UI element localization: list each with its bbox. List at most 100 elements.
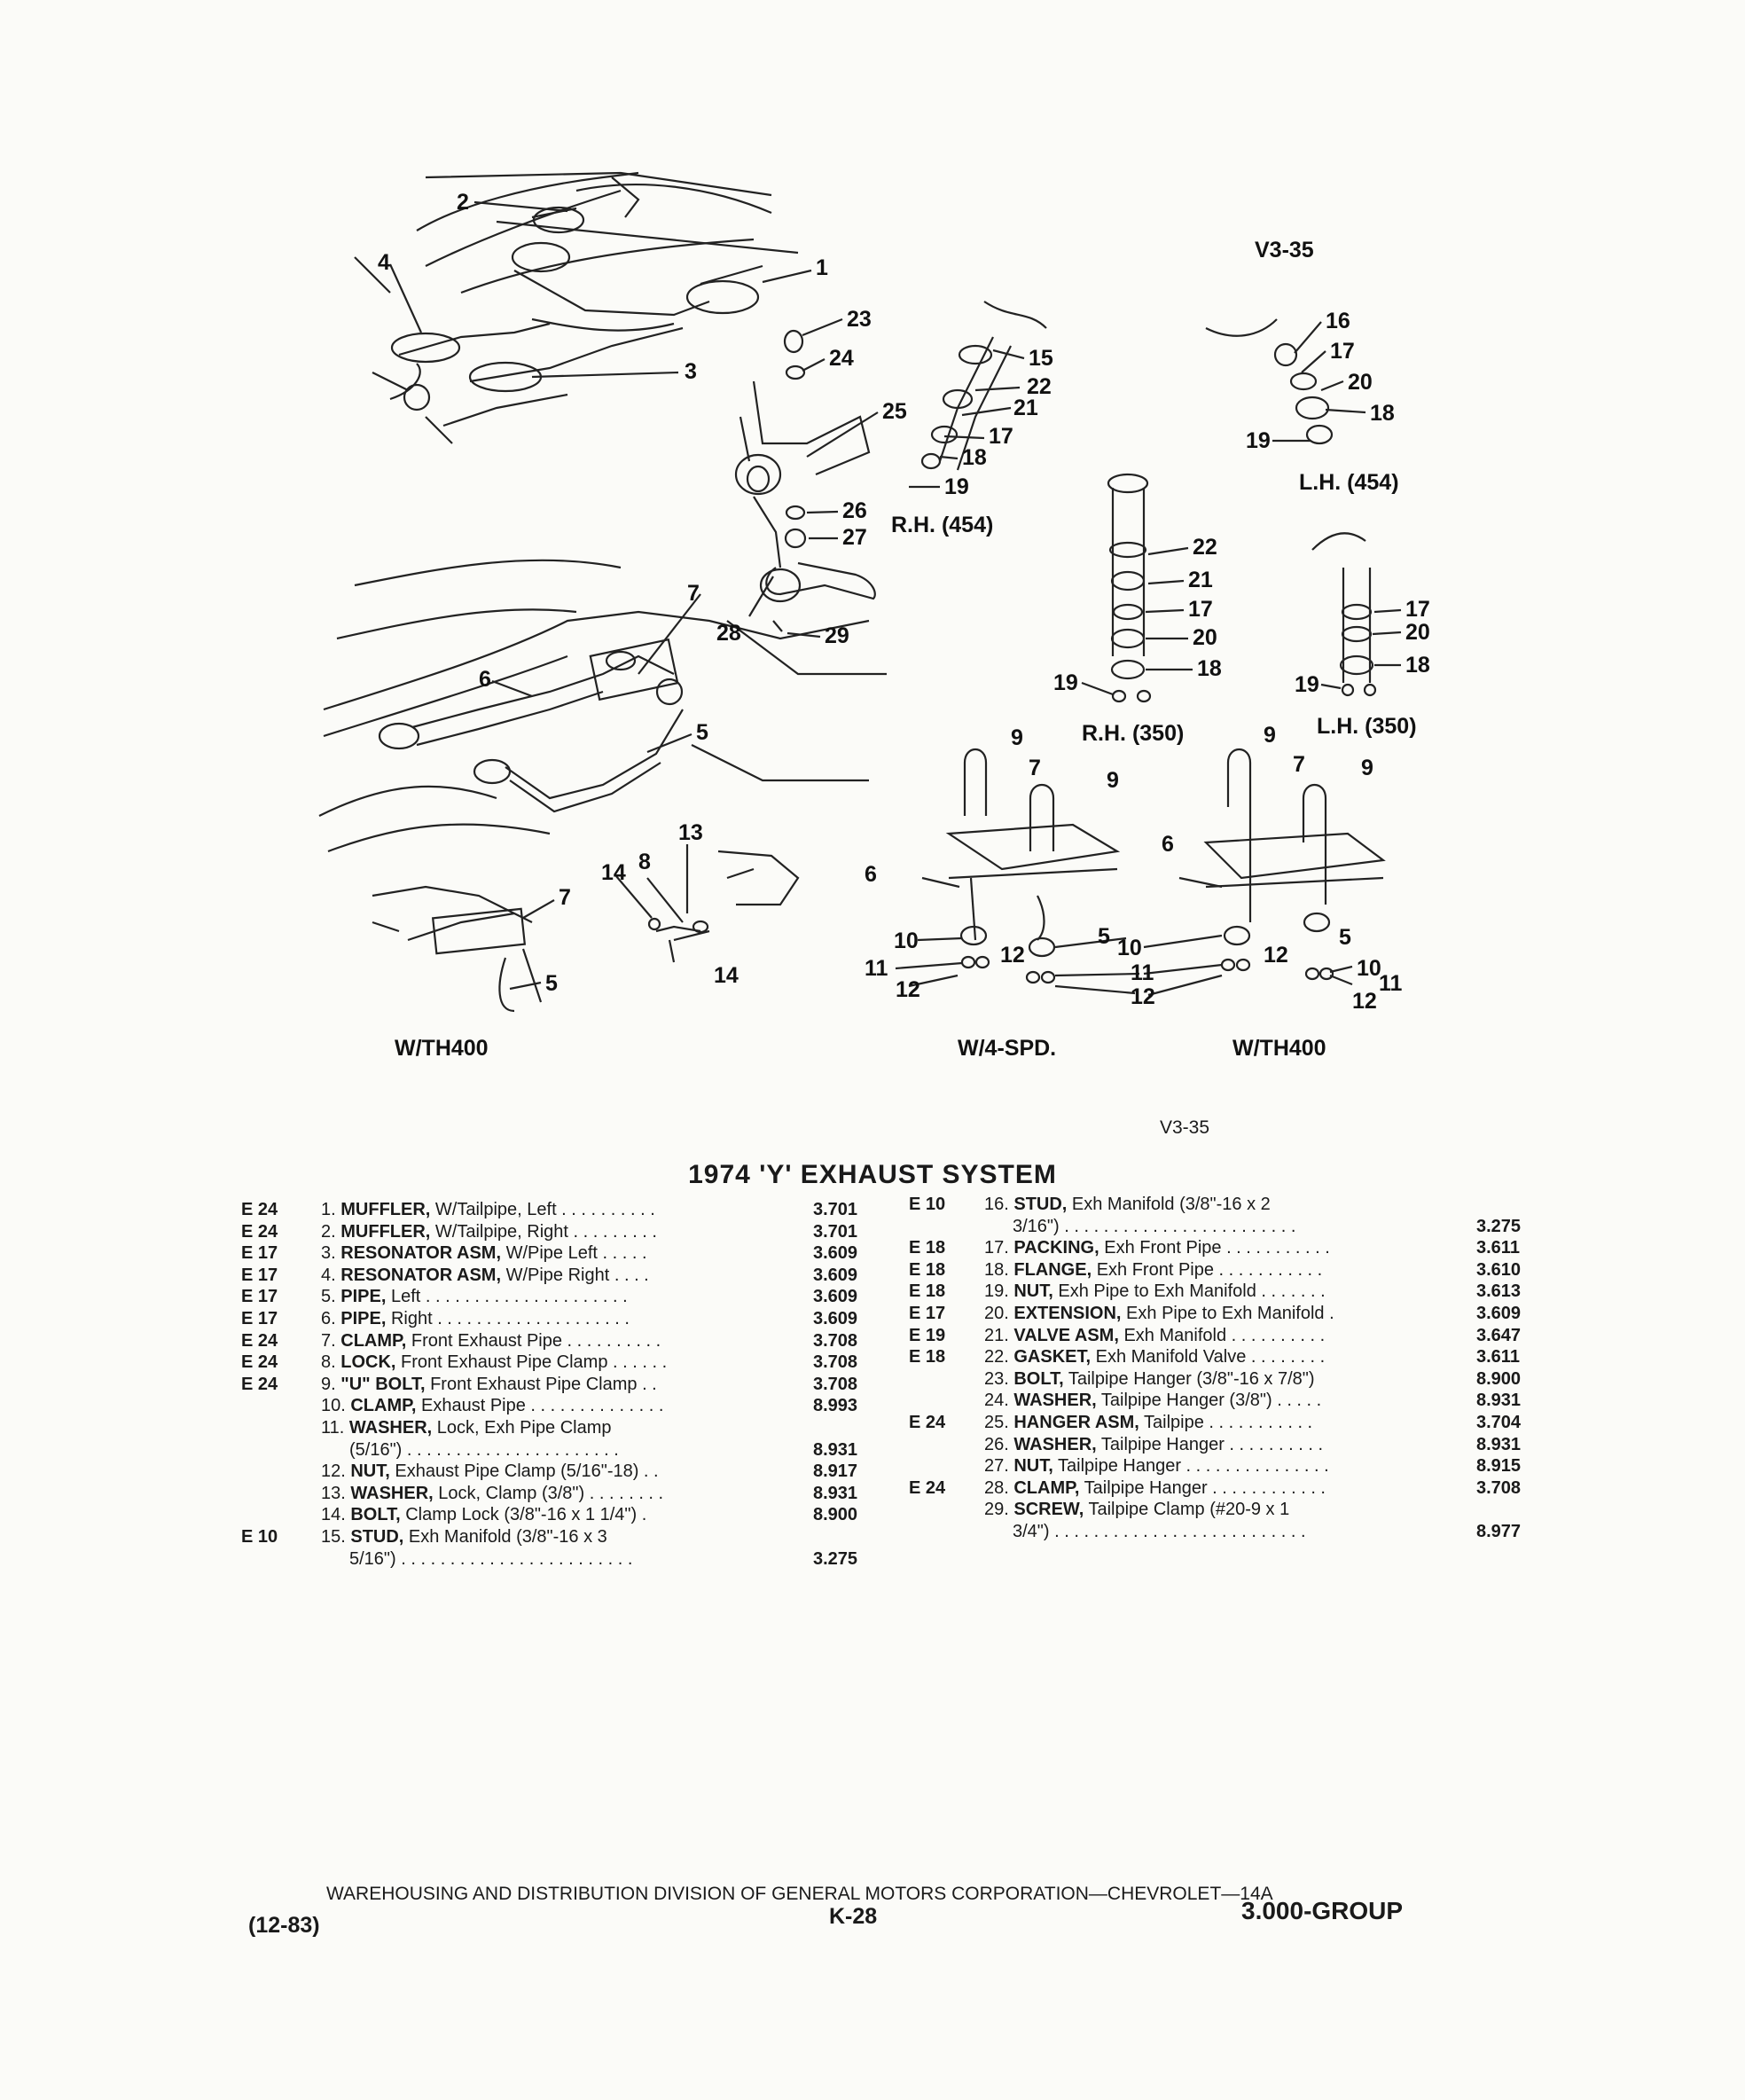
callout-28: 28 [716, 621, 741, 646]
part-group-number: 8.917 [813, 1461, 858, 1482]
ref-code-mid: V3-35 [1160, 1117, 1210, 1138]
callout-24: 24 [829, 346, 854, 371]
part-name: BOLT, [1013, 1368, 1064, 1389]
part-number: 12. [321, 1461, 351, 1482]
tailpipe-hanger-detail [734, 329, 876, 632]
part-group-number: 3.708 [813, 1374, 858, 1394]
part-item: 7. CLAMP, Front Exhaust Pipe . . . . . .… [321, 1330, 661, 1352]
callout-27: 27 [842, 525, 867, 550]
part-description: W/Tailpipe, Left . . . . . . . . . . [430, 1200, 655, 1219]
part-group-number: 8.993 [813, 1396, 858, 1416]
parts-row: 26. WASHER, Tailpipe Hanger . . . . . . … [909, 1434, 1538, 1456]
th400-left-detail [372, 850, 800, 1013]
parts-row: 13. WASHER, Lock, Clamp (3/8") . . . . .… [241, 1483, 880, 1505]
part-name: STUD, [1013, 1195, 1068, 1214]
footer-group: 3.000-GROUP [1241, 1897, 1404, 1924]
callout-15: 15 [1029, 346, 1053, 371]
callout-9d: 9 [1361, 756, 1373, 780]
callout-29: 29 [825, 623, 849, 648]
callout-14b: 14 [714, 963, 739, 988]
part-name: RESONATOR ASM, [340, 1243, 502, 1264]
callout-23: 23 [847, 307, 872, 332]
part-description: Exh Pipe to Exh Manifold . . . . . . . [1052, 1281, 1326, 1302]
part-number: 1. [321, 1200, 341, 1219]
part-description: 5/16") . . . . . . . . . . . . . . . . .… [349, 1548, 633, 1569]
part-number: 15. [321, 1526, 351, 1547]
callout-22b: 22 [1193, 535, 1217, 560]
part-item: 8. LOCK, Front Exhaust Pipe Clamp . . . … [321, 1352, 667, 1374]
part-number: 29. [984, 1500, 1014, 1520]
part-group-number: 3.609 [813, 1243, 858, 1264]
part-name: PACKING, [1013, 1238, 1099, 1258]
part-number: 22. [984, 1347, 1014, 1367]
part-number: 19. [984, 1281, 1014, 1302]
part-code: E 24 [241, 1200, 278, 1219]
parts-row: 3/16") . . . . . . . . . . . . . . . . .… [909, 1216, 1538, 1238]
part-description: Exh Front Pipe . . . . . . . . . . . [1092, 1259, 1323, 1280]
part-description: Tailpipe . . . . . . . . . . . [1139, 1412, 1313, 1432]
part-group-number: 3.610 [1476, 1259, 1522, 1280]
callout-6a: 6 [865, 862, 877, 887]
exhaust-system-diagram [318, 171, 1402, 1013]
callout-21b: 21 [1188, 568, 1213, 592]
part-description: Clamp Lock (3/8"-16 x 1 1/4") . [400, 1505, 647, 1525]
part-description: Exh Manifold (3/8"-16 x 3 [403, 1526, 607, 1547]
parts-row: E 18 19. NUT, Exh Pipe to Exh Manifold . … [909, 1281, 1538, 1303]
callout-6-top: 6 [479, 667, 491, 692]
callout-5-top: 5 [696, 720, 708, 745]
callout-7b: 7 [1293, 752, 1305, 777]
callout-10b: 10 [1117, 936, 1142, 960]
part-description: 3/4") . . . . . . . . . . . . . . . . . … [1013, 1521, 1306, 1541]
part-item: 26. WASHER, Tailpipe Hanger . . . . . . … [984, 1434, 1323, 1456]
part-number: 16. [984, 1195, 1014, 1214]
rh-454-manifold [920, 301, 1047, 471]
callout-17d: 17 [1405, 597, 1430, 622]
callout-19b: 19 [1246, 428, 1271, 453]
callout-18c: 18 [1197, 656, 1222, 681]
callout-16: 16 [1326, 309, 1350, 333]
part-code: E 24 [909, 1477, 946, 1498]
part-name: LOCK, [340, 1352, 396, 1373]
part-name: NUT, [1013, 1281, 1053, 1302]
callout-5b: 5 [1339, 925, 1351, 950]
callout-20b: 20 [1193, 625, 1217, 650]
part-group-number: 3.701 [813, 1200, 858, 1219]
caption-rh-350: R.H. (350) [1082, 721, 1185, 746]
part-number: 13. [321, 1483, 351, 1503]
part-number: 26. [984, 1434, 1014, 1454]
part-group-number: 3.609 [813, 1287, 858, 1307]
parts-row: 10. CLAMP, Exhaust Pipe . . . . . . . . … [241, 1395, 880, 1417]
callout-12a: 12 [1000, 943, 1025, 968]
part-code: E 18 [909, 1281, 946, 1302]
parts-row: 5/16") . . . . . . . . . . . . . . . . .… [241, 1548, 880, 1571]
lh-350-manifold [1311, 532, 1377, 697]
part-description: Left . . . . . . . . . . . . . . . . . .… [386, 1287, 628, 1307]
part-item: 27. NUT, Tailpipe Hanger . . . . . . . .… [984, 1455, 1329, 1477]
parts-row: 11. WASHER, Lock, Exh Pipe Clamp [241, 1417, 880, 1439]
part-item: 2. MUFFLER, W/Tailpipe, Right . . . . . … [321, 1221, 657, 1243]
part-number: 24. [984, 1391, 1014, 1411]
callout-12e: 12 [1352, 989, 1377, 1014]
callout-19c: 19 [1053, 670, 1078, 695]
part-description: Tailpipe Hanger (3/8") . . . . . [1096, 1391, 1322, 1411]
part-name: CLAMP, [350, 1396, 417, 1416]
part-description: Exhaust Pipe Clamp (5/16"-18) . . [389, 1461, 659, 1482]
part-description: 3/16") . . . . . . . . . . . . . . . . .… [1013, 1216, 1296, 1236]
part-description: W/Pipe Left . . . . . [501, 1243, 647, 1264]
part-item: 18. FLANGE, Exh Front Pipe . . . . . . .… [984, 1259, 1322, 1281]
part-code: E 10 [241, 1526, 278, 1547]
callout-17a: 17 [989, 424, 1013, 449]
part-number: 3. [321, 1243, 341, 1264]
part-code: E 17 [241, 1243, 278, 1264]
part-item: 5/16") . . . . . . . . . . . . . . . . .… [349, 1548, 632, 1571]
callout-11a: 11 [865, 956, 888, 981]
callout-17c: 17 [1188, 597, 1213, 622]
part-group-number: 3.701 [813, 1221, 858, 1242]
